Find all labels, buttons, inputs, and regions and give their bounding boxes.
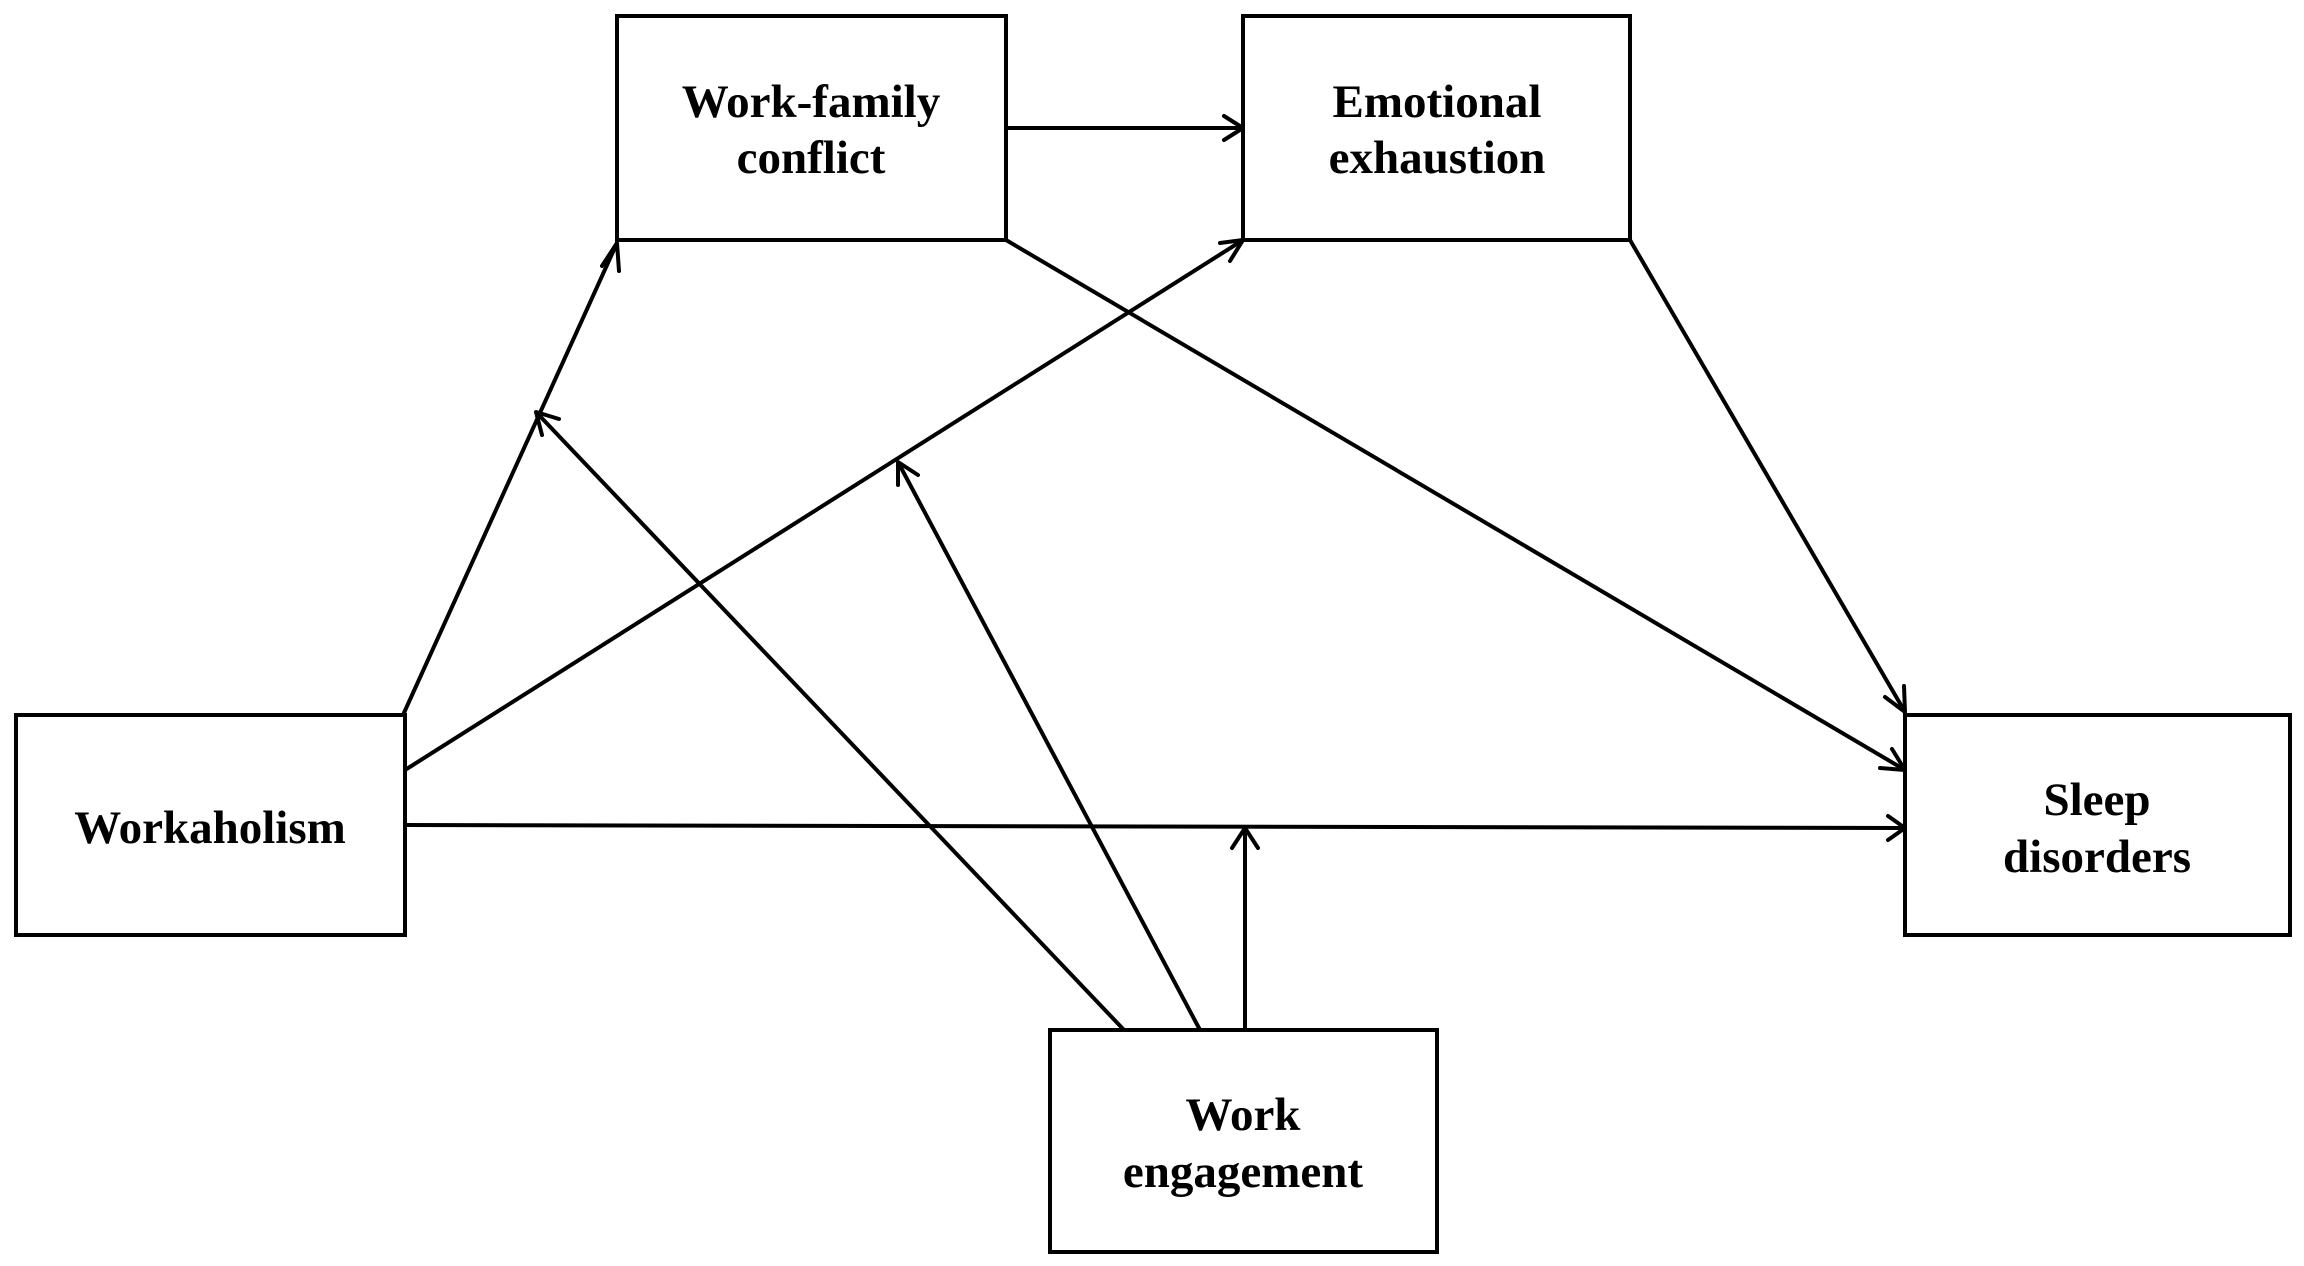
workaholism-label: Workaholism bbox=[74, 802, 346, 854]
workaholism-box bbox=[14, 713, 407, 937]
emotional-exhaustion-label-line1: Emotional bbox=[1333, 76, 1542, 128]
node-work-engagement: Work engagement bbox=[1048, 1028, 1439, 1254]
edge-emotional-exhaustion-to-sleep-disorders bbox=[1628, 238, 1907, 714]
edges bbox=[401, 114, 1907, 1032]
edge-work-family-conflict-to-emotional-exhaustion bbox=[1006, 114, 1245, 142]
work-family-conflict-label-line1: Work-family bbox=[682, 76, 941, 128]
work-engagement-label-line1: Work bbox=[1186, 1089, 1302, 1141]
work-engagement-box bbox=[1048, 1028, 1439, 1254]
edge-work-family-conflict-to-sleep-disorders bbox=[1004, 238, 1907, 772]
sleep-disorders-box bbox=[1903, 713, 2292, 937]
edge-work-engagement-moderates-direct-path bbox=[1230, 826, 1260, 1030]
emotional-exhaustion-box bbox=[1241, 14, 1632, 242]
edge-work-engagement-moderates-work-family-path bbox=[534, 410, 1126, 1032]
sleep-disorders-label-line2: disorders bbox=[2003, 831, 2191, 883]
emotional-exhaustion-label-line2: exhaustion bbox=[1329, 132, 1546, 184]
sleep-disorders-label-line1: Sleep bbox=[2043, 774, 2150, 826]
work-family-conflict-label-line2: conflict bbox=[737, 132, 886, 184]
node-workaholism: Workaholism bbox=[14, 713, 407, 937]
node-emotional-exhaustion: Emotional exhaustion bbox=[1241, 14, 1632, 242]
node-sleep-disorders: Sleep disorders bbox=[1903, 713, 2292, 937]
work-family-conflict-box bbox=[615, 14, 1008, 242]
edge-work-engagement-moderates-exhaustion-path bbox=[896, 460, 1202, 1031]
work-engagement-label-line2: engagement bbox=[1123, 1146, 1364, 1198]
edge-workaholism-to-sleep-disorders bbox=[404, 814, 1907, 842]
edge-workaholism-to-emotional-exhaustion bbox=[403, 238, 1245, 772]
edge-workaholism-to-work-family-conflict bbox=[401, 241, 621, 716]
node-work-family-conflict: Work-family conflict bbox=[615, 14, 1008, 242]
